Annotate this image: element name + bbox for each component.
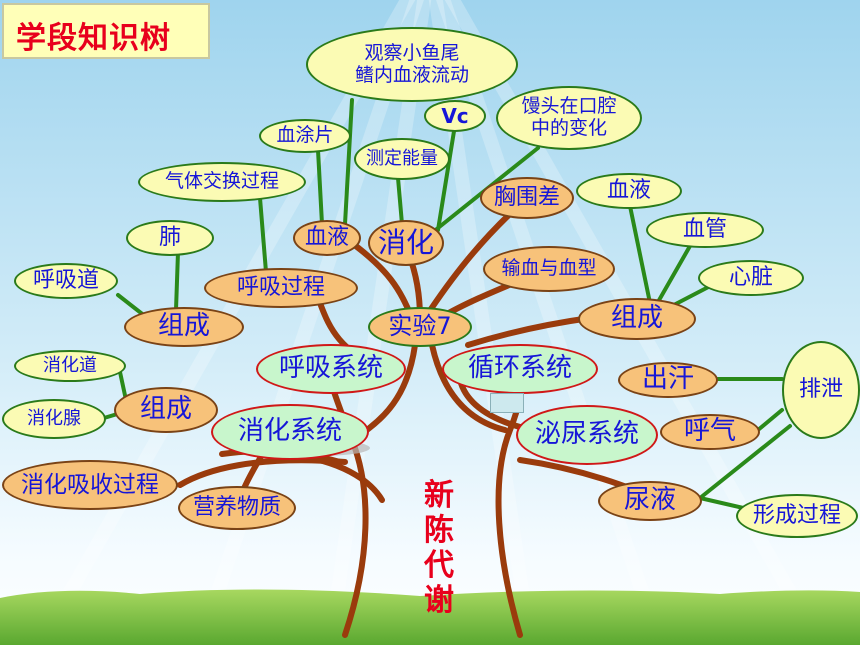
page-title: 学段知识树 (16, 21, 171, 56)
node-circulatory-composition: 组成 (578, 298, 696, 340)
node-heart: 心脏 (698, 260, 804, 296)
trunk-label: 新陈代谢 (424, 478, 454, 618)
title-box: 学段知识树 (2, 3, 210, 59)
node-digestive-system: 消化系统 (211, 404, 369, 460)
node-vc: Vc (424, 100, 486, 132)
node-formation-process: 形成过程 (736, 494, 858, 538)
node-exhale: 呼气 (660, 414, 760, 450)
node-digestion-experiment: 消化 (368, 220, 444, 266)
node-blood-vessel: 血管 (646, 212, 764, 248)
node-gas-exchange: 气体交换过程 (138, 162, 306, 202)
node-chest-circumference: 胸围差 (480, 177, 574, 219)
node-respiratory-composition: 组成 (124, 307, 244, 347)
node-blood: 血液 (576, 173, 682, 209)
node-excretion: 排泄 (782, 341, 860, 439)
node-nutrients: 营养物质 (178, 486, 296, 530)
node-breathing-process: 呼吸过程 (204, 268, 358, 308)
node-digestion-absorption: 消化吸收过程 (2, 460, 178, 510)
node-urine: 尿液 (598, 481, 702, 521)
node-sweating: 出汗 (618, 362, 718, 398)
node-respiratory-tract: 呼吸道 (14, 263, 118, 299)
node-digestive-composition: 组成 (114, 387, 218, 433)
node-respiratory-system: 呼吸系统 (256, 344, 406, 394)
node-mouth-starch: 馒头在口腔 中的变化 (496, 86, 642, 150)
decorative-rectangle (490, 393, 524, 413)
node-digestive-gland: 消化腺 (2, 399, 106, 439)
node-urinary-system: 泌尿系统 (516, 405, 658, 465)
node-energy-measure: 测定能量 (354, 138, 450, 180)
grass-ground (0, 589, 860, 645)
node-blood-smear: 血涂片 (259, 119, 351, 153)
node-transfusion-blood-type: 输血与血型 (483, 246, 615, 292)
node-fish-tail-observation: 观察小鱼尾 鳍内血液流动 (306, 27, 518, 102)
node-experiment-7: 实验7 (368, 307, 472, 347)
node-blood-experiment: 血液 (293, 220, 361, 256)
node-lung: 肺 (126, 220, 214, 256)
node-digestive-tract: 消化道 (14, 350, 126, 382)
node-circulatory-system: 循环系统 (442, 344, 598, 394)
connector-lines (102, 98, 792, 512)
